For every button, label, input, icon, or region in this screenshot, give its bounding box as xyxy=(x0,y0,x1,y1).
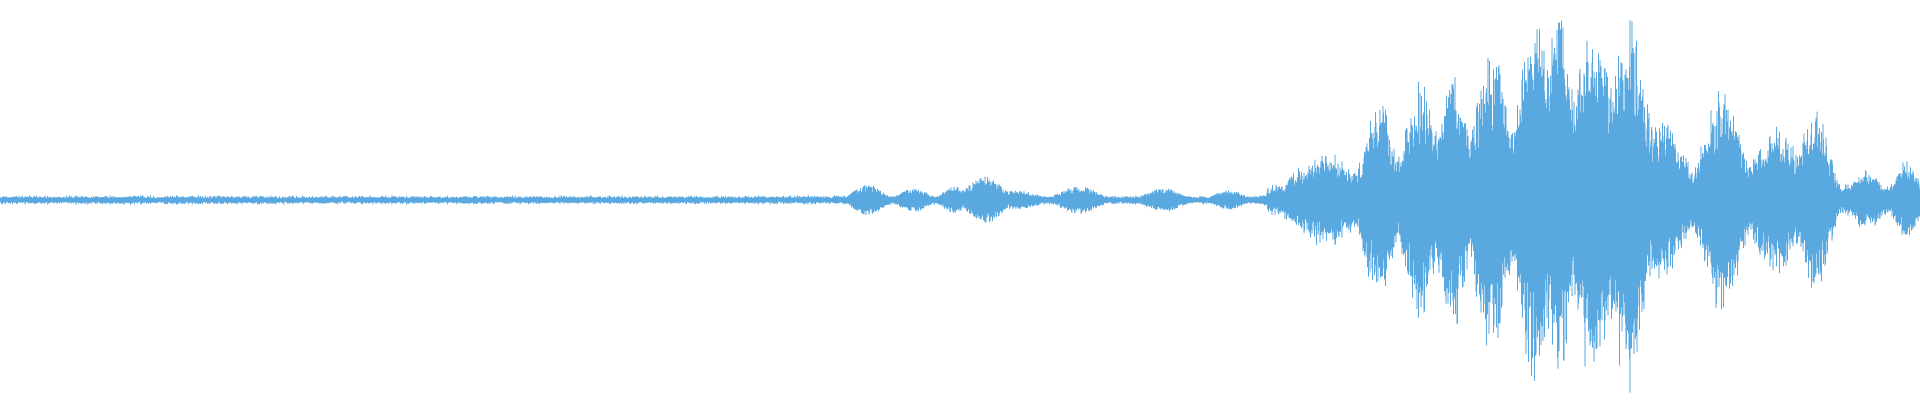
waveform-trace xyxy=(0,20,1920,393)
